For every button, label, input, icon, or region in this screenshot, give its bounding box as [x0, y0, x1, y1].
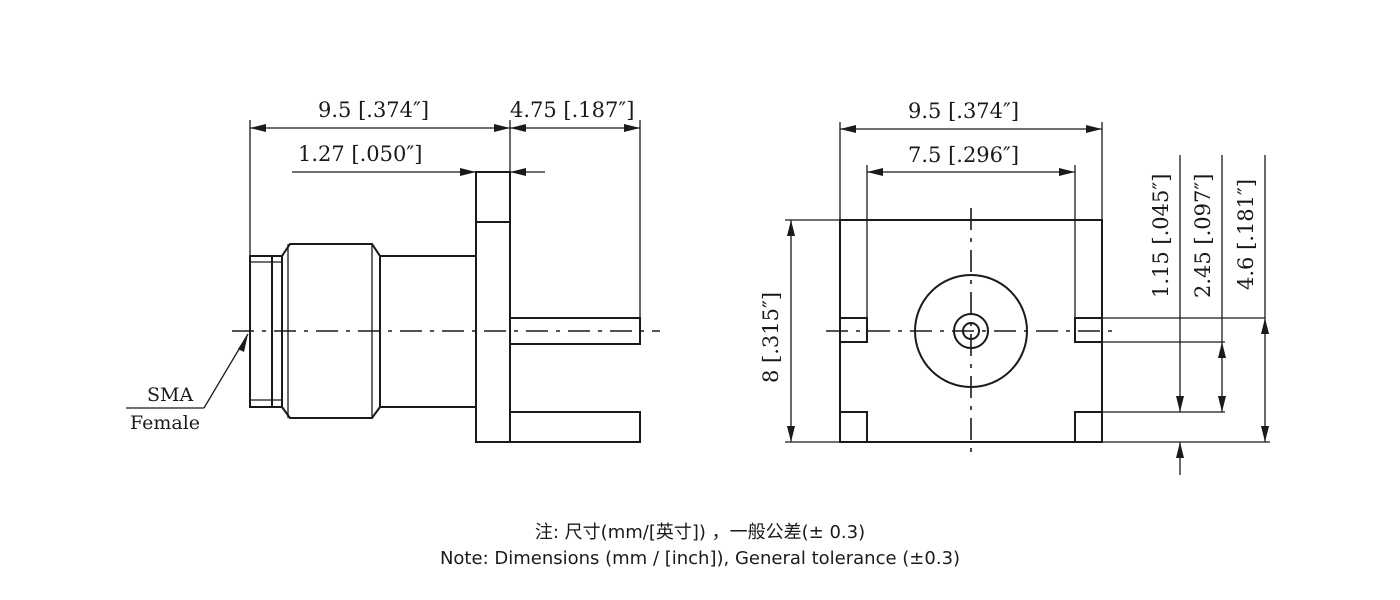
dim-b: 2.45 [.097″]: [1191, 174, 1215, 298]
dim-c: 4.6 [.181″]: [1234, 179, 1258, 290]
dim-pin-length: 4.75 [.187″]: [510, 98, 634, 122]
dim-flange-thickness: 1.27 [.050″]: [298, 142, 422, 166]
note-chinese: 注: 尺寸(mm/[英寸]) ，一般公差(± 0.3): [534, 522, 866, 543]
dim-front-height: 8 [.315″]: [759, 292, 783, 383]
dim-front-width: 9.5 [.374″]: [908, 99, 1019, 123]
dim-overall-length: 9.5 [.374″]: [318, 98, 429, 122]
note-english: Note: Dimensions (mm / [inch]), General …: [439, 548, 961, 569]
dim-pin-spacing: 7.5 [.296″]: [908, 143, 1019, 167]
dim-a: 1.15 [.045″]: [1149, 174, 1173, 298]
flange: [475, 171, 511, 443]
side-view: 9.5 [.374″] 4.75 [.187″] 1.27 [.050″] SM…: [126, 98, 660, 443]
sma-female-callout: SMA Female: [126, 333, 249, 434]
callout-female: Female: [130, 412, 200, 434]
callout-sma: SMA: [147, 384, 193, 406]
side-pins: [509, 317, 641, 443]
connector-body: [249, 243, 477, 419]
notes: 注: 尺寸(mm/[英寸]) ，一般公差(± 0.3) Note: Dimens…: [0, 520, 1400, 572]
front-view: 9.5 [.374″] 7.5 [.296″] 8 [.315″] 1.15 […: [759, 99, 1270, 475]
